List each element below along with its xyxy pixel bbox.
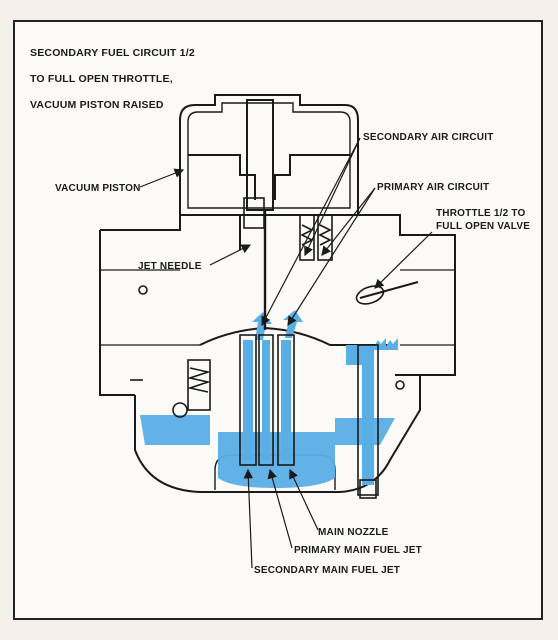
fuel-areas (140, 340, 395, 488)
label-throttle-line-2: FULL OPEN VALVE (436, 221, 530, 232)
leader-lines (139, 137, 433, 569)
label-main-nozzle: MAIN NOZZLE (318, 527, 389, 538)
label-secondary-main-fuel-jet: SECONDARY MAIN FUEL JET (254, 565, 400, 576)
label-secondary-air-circuit: SECONDARY AIR CIRCUIT (363, 132, 494, 143)
label-jet-needle: JET NEEDLE (138, 261, 202, 272)
airflow-arrows (252, 310, 398, 350)
caption-line-3: VACUUM PISTON RAISED (30, 99, 164, 111)
label-primary-air-circuit: PRIMARY AIR CIRCUIT (377, 182, 489, 193)
callout-labels: VACUUM PISTON JET NEEDLE SECONDARY AIR C… (55, 132, 530, 576)
diagram-caption: SECONDARY FUEL CIRCUIT 1/2 TO FULL OPEN … (30, 34, 195, 125)
label-throttle-line-1: THROTTLE 1/2 TO (436, 208, 526, 219)
caption-line-2: TO FULL OPEN THROTTLE, (30, 73, 173, 85)
internal-parts (130, 197, 419, 499)
label-vacuum-piston: VACUUM PISTON (55, 183, 141, 194)
label-primary-main-fuel-jet: PRIMARY MAIN FUEL JET (294, 545, 422, 556)
caption-line-1: SECONDARY FUEL CIRCUIT 1/2 (30, 47, 195, 59)
